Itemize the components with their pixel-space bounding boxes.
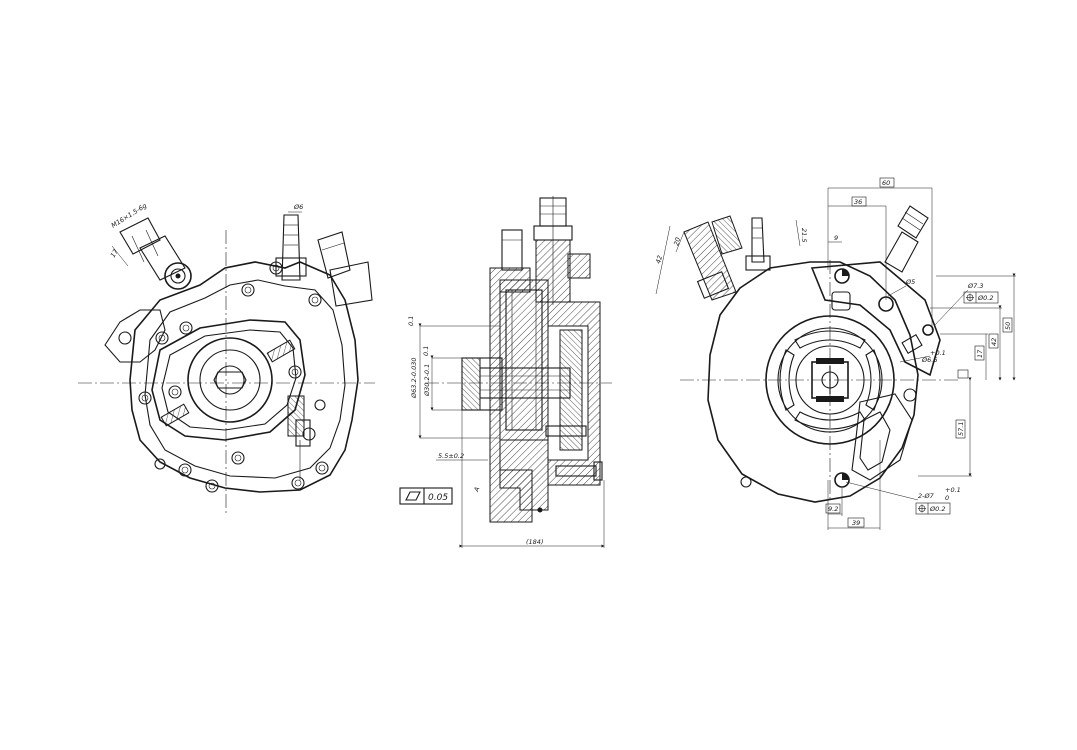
section-rotor-block [499, 279, 549, 441]
rear-top-fitting [884, 205, 929, 273]
rear-dim-9: 9 [834, 234, 838, 242]
rear-pos-bottom: Ø0.2 [929, 505, 945, 513]
front-dim-17: 17 [109, 247, 120, 259]
rear-dim-17: 17 [976, 349, 984, 358]
rear-dim-60: 60 [882, 179, 890, 187]
rear-rotor-bar-bottom [816, 396, 844, 402]
rear-ring-inner [777, 327, 883, 433]
section-dim-184: (184) [526, 538, 543, 546]
rear-housing-outline [707, 261, 919, 503]
front-nipple [275, 214, 307, 281]
front-dim-phi6: Ø6 [293, 203, 303, 211]
rear-boss-square [831, 291, 851, 311]
rear-dim-phi73: Ø7.3 [967, 282, 983, 290]
front-vane-lower [160, 403, 190, 427]
position-frame-top: Ø0.2 [963, 291, 999, 304]
rear-dim-36: 36 [854, 198, 862, 206]
rear-dim-50: 50 [1004, 322, 1012, 330]
front-left-lobe [104, 309, 166, 363]
section-lower-mount [499, 439, 549, 511]
front-rotor-outer [187, 337, 273, 423]
rear-ring-outer [765, 315, 895, 445]
section-screws [545, 425, 603, 481]
rear-kidney-slot [859, 411, 891, 471]
rear-section-detail: 42 20 21.5 [654, 215, 808, 301]
rear-hole-sup: +0.1 [945, 486, 961, 494]
thread-spec-label: M16×1.5-6g [110, 202, 148, 230]
flatness-value: 0.05 [428, 493, 448, 503]
rear-left-nipple [745, 217, 771, 271]
rear-rotor-bar-top [816, 358, 844, 364]
section-bearing [559, 329, 583, 451]
section-tol-top: 0.1 [407, 316, 415, 326]
rear-flange-plate [810, 261, 941, 377]
section-dia-b: Ø30.2-0.1 [423, 364, 431, 397]
section-dim-55: 5.5±0.2 [438, 452, 464, 460]
rear-dim-39: 39 [852, 519, 860, 527]
section-left-nipple [501, 229, 523, 271]
front-rotor-slot [213, 371, 247, 389]
rear-dim-571: 57.1 [957, 422, 965, 436]
rear-dim-42v: 42 [990, 338, 998, 346]
rear-pos-top: Ø0.2 [977, 294, 993, 302]
section-tol-mid: 0.1 [422, 346, 430, 356]
front-fitting-left [119, 217, 192, 290]
section-datum: A [472, 486, 481, 494]
flatness-frame: 0.05 [399, 487, 453, 505]
rear-dim-215: 21.5 [800, 228, 808, 242]
section-view: Ø63.2-0.030 Ø30.2-0.1 0.1 0.1 5.5±0.2 A … [399, 196, 612, 548]
front-housing-inner [144, 279, 346, 479]
front-rotor-mid [199, 349, 261, 411]
rear-boss-rect [901, 334, 923, 354]
front-valve [287, 395, 316, 480]
rear-view: 42 20 21.5 60 36 9 Ø5 Ø7.3 [654, 177, 1016, 530]
front-view: 17 M16×1.5-6g Ø6 [78, 202, 375, 515]
position-symbol-icon [918, 504, 926, 513]
section-dia-a: Ø63.2-0.030 [410, 357, 418, 399]
front-vane-upper [266, 339, 296, 363]
position-symbol-icon [966, 293, 974, 302]
front-rotor-hub [215, 365, 245, 395]
rear-dim-42: 42 [654, 254, 664, 264]
section-rotor-core [505, 289, 543, 431]
rear-hub [795, 345, 865, 415]
front-bolt-hole-left [118, 331, 132, 345]
rear-ring-slots [779, 330, 881, 430]
front-inlet-pipe [317, 231, 373, 307]
rear-dim-phi5: Ø5 [905, 278, 915, 286]
front-vane-plate-inner [161, 329, 297, 431]
section-side-fitting [567, 253, 591, 279]
rear-dim-92: 9.2 [828, 505, 838, 513]
rear-flange-lower [851, 393, 913, 481]
position-frame-bottom: Ø0.2 [915, 502, 951, 515]
front-bolts [138, 261, 329, 493]
rear-hole-callout: 2-Ø7 [918, 492, 935, 500]
front-dim-17-line [111, 245, 129, 267]
flatness-symbol-icon [405, 491, 421, 501]
rear-hole-sub: 0 [945, 494, 949, 502]
rear-dim-20: 20 [672, 236, 682, 246]
rear-dim-phi66: Ø6.6 [921, 356, 937, 364]
front-housing-outline [129, 261, 359, 493]
rear-dim-plus: +0.1 [930, 349, 946, 357]
section-shaft-hatch [461, 357, 481, 411]
section-top-fitting [533, 196, 573, 305]
